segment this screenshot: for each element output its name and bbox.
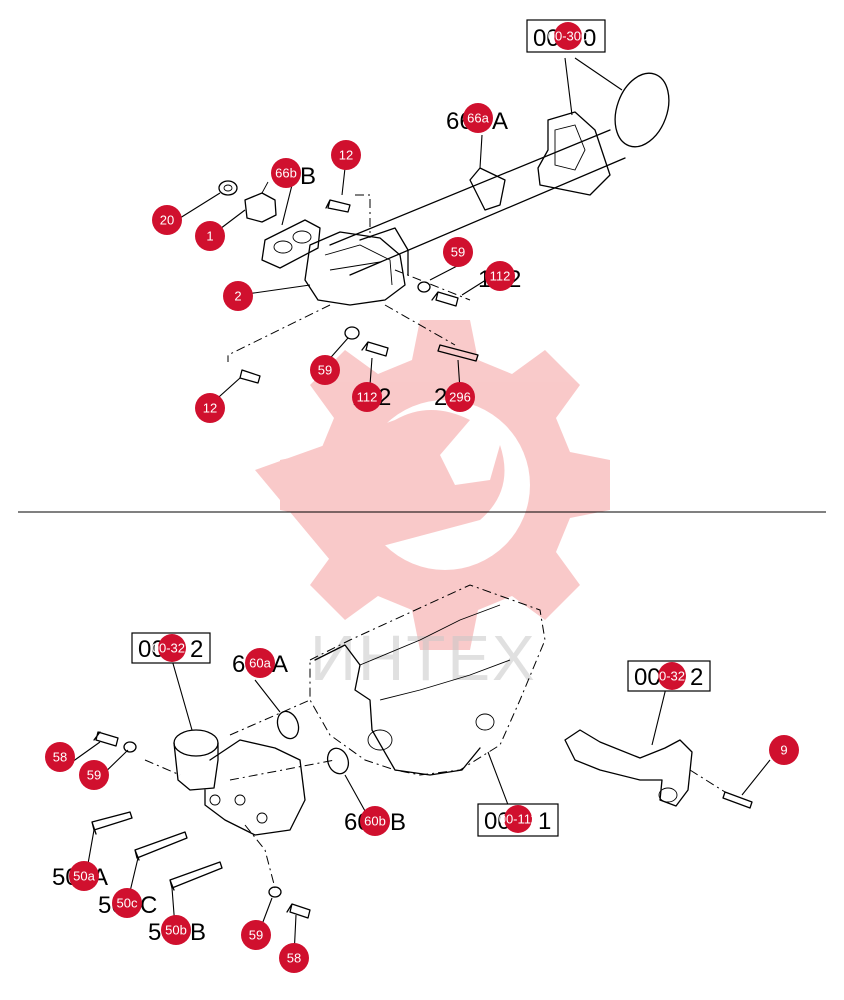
callout-296[interactable]: 296 (445, 382, 475, 412)
callout-60a[interactable]: 60a (245, 648, 275, 678)
svg-text:20: 20 (160, 213, 174, 228)
callout-59-top-right[interactable]: 59 (443, 237, 473, 267)
callout-60b[interactable]: 60b (360, 806, 390, 836)
svg-text:2: 2 (378, 384, 391, 411)
svg-text:C: C (140, 892, 157, 919)
svg-text:50b: 50b (165, 923, 187, 938)
callout-66b[interactable]: 66b (271, 158, 301, 188)
watermark-text: ИНТЕХ (310, 622, 537, 694)
watermark-wrench (255, 410, 505, 560)
callout-59-bottom[interactable]: 59 (241, 920, 271, 950)
svg-text:1: 1 (206, 229, 213, 244)
callout-112-top-bottom[interactable]: 112 (352, 382, 382, 412)
svg-text:59: 59 (451, 245, 465, 260)
svg-text:50c: 50c (117, 896, 138, 911)
svg-text:60a: 60a (249, 656, 271, 671)
svg-text:2: 2 (234, 289, 241, 304)
svg-text:2: 2 (690, 664, 703, 691)
callout-12-bottom[interactable]: 12 (195, 393, 225, 423)
svg-text:A: A (272, 651, 288, 678)
svg-text:66b: 66b (275, 166, 297, 181)
svg-text:B: B (390, 809, 406, 836)
bottom-assembly-drawing (71, 584, 771, 957)
callout-59-left[interactable]: 59 (79, 760, 109, 790)
svg-text:112: 112 (357, 390, 378, 405)
callout-58-left[interactable]: 58 (45, 742, 75, 772)
callout-9[interactable]: 9 (769, 735, 799, 765)
top-assembly-drawing (179, 57, 670, 406)
callout-2[interactable]: 2 (223, 281, 253, 311)
svg-text:112: 112 (490, 269, 511, 284)
svg-text:00-322: 00-322 (152, 641, 192, 656)
svg-text:296: 296 (449, 390, 471, 405)
svg-text:59: 59 (249, 928, 263, 943)
svg-text:60b: 60b (364, 814, 386, 829)
svg-text:0: 0 (583, 25, 596, 52)
svg-text:B: B (190, 919, 206, 946)
svg-text:00-300: 00-300 (548, 29, 588, 44)
callout-ref-00-111[interactable]: 00-111 (499, 805, 538, 833)
svg-text:59: 59 (318, 363, 332, 378)
svg-text:50a: 50a (73, 869, 95, 884)
svg-text:00: 00 (634, 664, 661, 691)
svg-text:00-322: 00-322 (652, 669, 692, 684)
callout-66a[interactable]: 66a (463, 103, 493, 133)
callout-12-top[interactable]: 12 (331, 140, 361, 170)
svg-text:9: 9 (780, 743, 787, 758)
svg-text:59: 59 (87, 768, 101, 783)
svg-text:1: 1 (538, 808, 551, 835)
callout-ref-00-322-right[interactable]: 00-322 (652, 662, 692, 690)
svg-text:58: 58 (53, 750, 67, 765)
callout-1[interactable]: 1 (195, 221, 225, 251)
callout-ref-00-322-left[interactable]: 00-322 (152, 634, 192, 662)
callout-59-top-bottom[interactable]: 59 (310, 355, 340, 385)
callout-20[interactable]: 20 (152, 205, 182, 235)
callout-50c[interactable]: 50c (112, 888, 142, 918)
watermark-gear-logo (255, 320, 610, 650)
svg-text:66a: 66a (467, 111, 489, 126)
svg-text:B: B (300, 163, 316, 190)
svg-text:2: 2 (190, 636, 203, 663)
svg-text:A: A (492, 108, 508, 135)
svg-text:2: 2 (434, 384, 447, 411)
callout-ref-00-300[interactable]: 00-300 (548, 22, 588, 50)
svg-text:58: 58 (287, 951, 301, 966)
callout-112-top-right[interactable]: 112 (485, 261, 515, 291)
callout-50a[interactable]: 50a (69, 861, 99, 891)
svg-text:12: 12 (339, 148, 353, 163)
svg-text:00-111: 00-111 (499, 812, 538, 827)
callout-50b[interactable]: 50b (161, 915, 191, 945)
callout-58-bottom[interactable]: 58 (279, 943, 309, 973)
svg-text:12: 12 (203, 401, 217, 416)
